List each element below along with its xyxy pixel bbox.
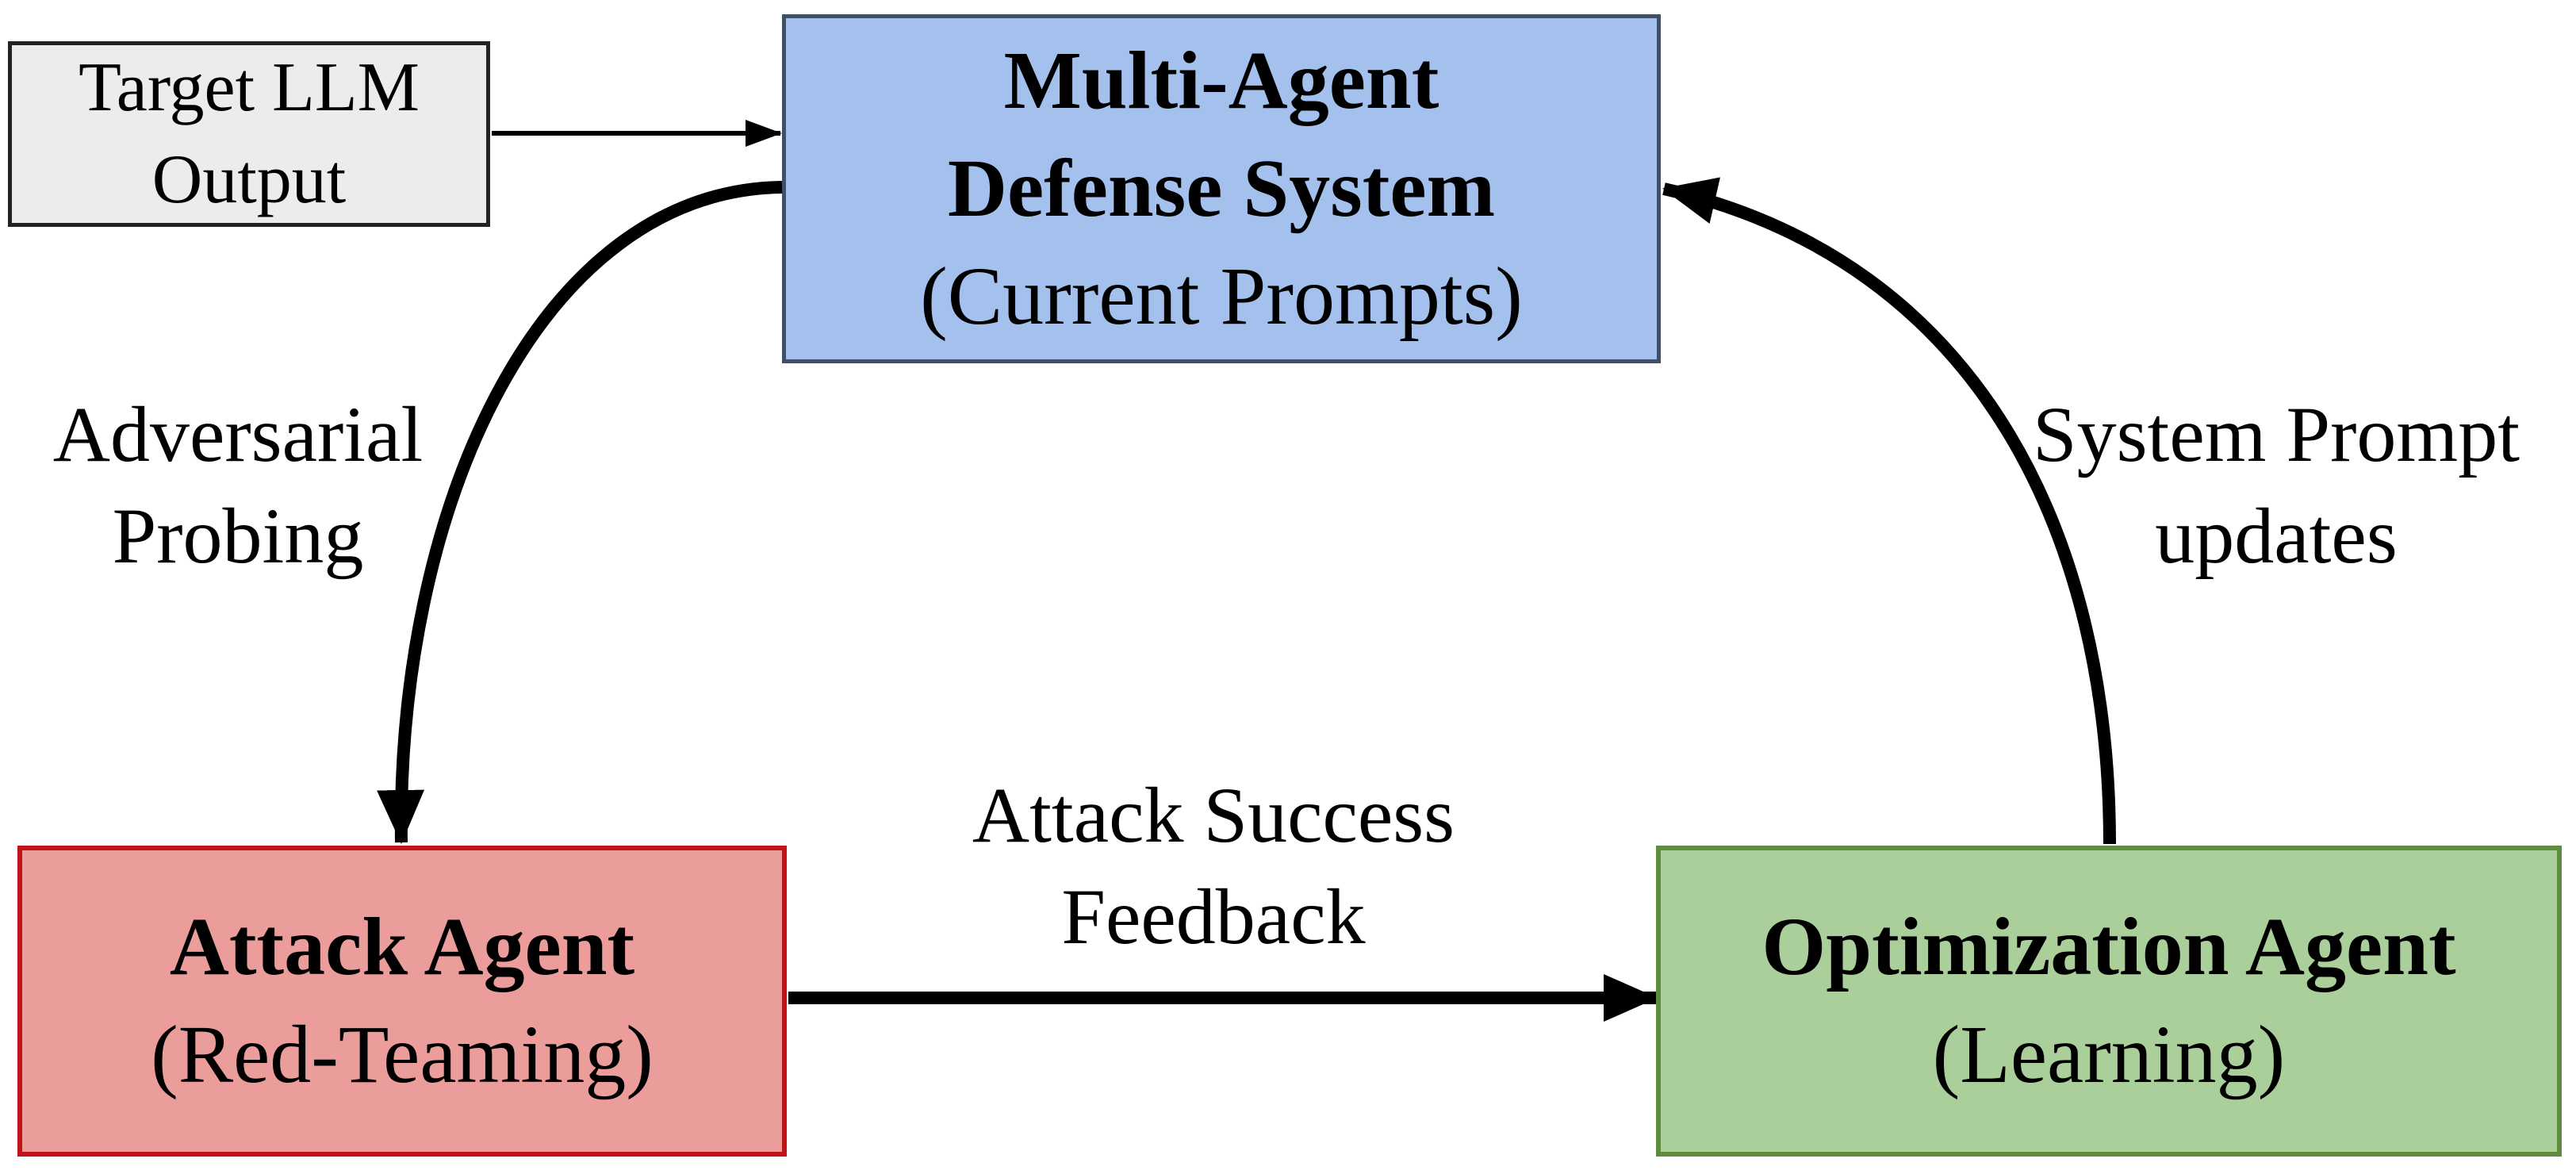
defense-subtitle: (Current Prompts) xyxy=(920,251,1523,342)
attack-feedback-line-1: Attack Success xyxy=(972,771,1455,859)
attack-success-feedback-label: Attack Success Feedback xyxy=(872,765,1554,968)
arrow-defense-to-attack xyxy=(377,181,783,844)
attack-feedback-line-2: Feedback xyxy=(1061,873,1366,961)
attack-agent-subtitle: (Red-Teaming) xyxy=(151,1009,654,1100)
defense-title-line-2: Defense System xyxy=(947,143,1496,234)
optimization-agent-subtitle: (Learning) xyxy=(1932,1009,2286,1100)
prompt-updates-line-1: System Prompt xyxy=(2033,390,2520,478)
optimization-agent-box: Optimization Agent (Learning) xyxy=(1656,846,2562,1157)
system-prompt-updates-label: System Prompt updates xyxy=(1983,384,2570,587)
attack-agent-box: Attack Agent (Red-Teaming) xyxy=(17,846,787,1157)
target-llm-output-line-2: Output xyxy=(151,141,347,218)
adversarial-probing-label: Adversarial Probing xyxy=(16,384,460,587)
target-llm-output-box: Target LLM Output xyxy=(8,41,490,227)
defense-title-line-1: Multi-Agent xyxy=(1003,35,1439,126)
adversarial-probing-line-1: Adversarial xyxy=(52,390,424,478)
adversarial-probing-line-2: Probing xyxy=(112,492,364,580)
target-llm-output-line-1: Target LLM xyxy=(79,49,420,126)
prompt-updates-line-2: updates xyxy=(2155,492,2398,580)
multi-agent-defense-system-box: Multi-Agent Defense System (Current Prom… xyxy=(782,14,1661,363)
attack-agent-title: Attack Agent xyxy=(169,901,635,992)
optimization-agent-title: Optimization Agent xyxy=(1761,901,2456,992)
arrow-optimization-to-defense xyxy=(1662,177,2116,845)
